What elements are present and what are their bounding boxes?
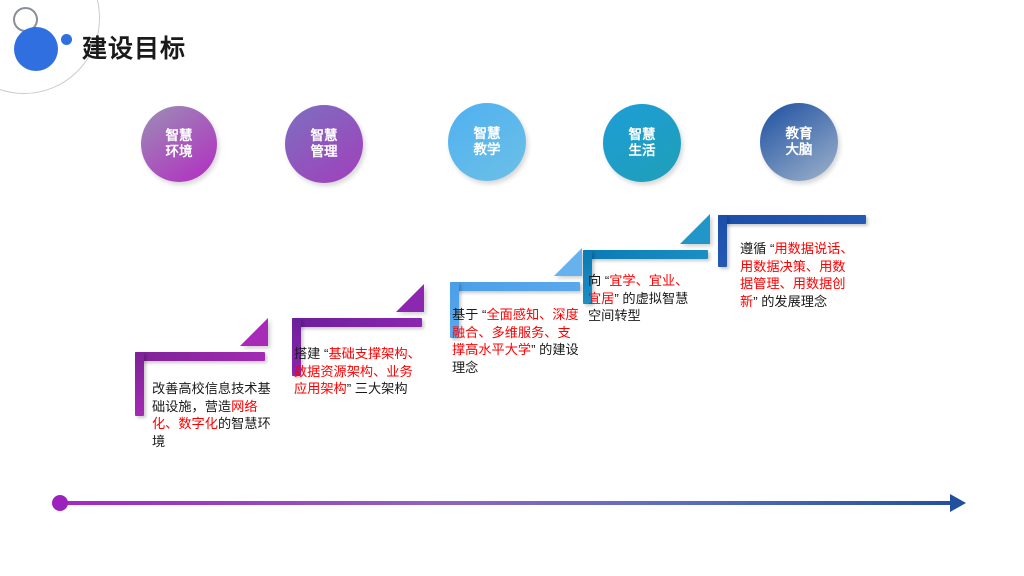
caption-text: 向 “ xyxy=(588,273,610,288)
step-horizontal-bar xyxy=(135,352,265,361)
caption-highlight-text: 网络化、数字化 xyxy=(152,398,258,432)
caption-text: ” 的建设理念 xyxy=(452,342,579,376)
caption-text: ” 三大架构 xyxy=(346,381,408,397)
bubble-label-line1: 智慧 xyxy=(628,127,656,143)
step-arrow-triangle-icon xyxy=(554,248,582,276)
caption-text: 基于 “ xyxy=(452,307,487,322)
caption-text: ” 的虚拟智慧空间转型 xyxy=(588,290,689,324)
step-caption: 改善高校信息技术基础设施，营造网络化、数字化的智慧环境 xyxy=(152,380,274,451)
bubble-label-line1: 智慧 xyxy=(165,128,193,144)
step-vertical-bar xyxy=(583,250,592,304)
step-vertical-bar xyxy=(135,352,144,416)
step-horizontal-bar xyxy=(292,318,422,327)
step-arrow-triangle-icon xyxy=(240,318,268,346)
caption-highlight-text: 基础支撑架构、数据资源架构、业务应用架构 xyxy=(294,346,421,397)
step-arrow-triangle-icon xyxy=(396,284,424,312)
step-horizontal-bar xyxy=(583,250,708,259)
step-horizontal-bar xyxy=(450,282,580,291)
caption-highlight-text: 宜学、宜业、宜居 xyxy=(588,273,689,306)
caption-text: ” 的发展理念 xyxy=(753,294,828,310)
step-caption: 遵循 “用数据说话、用数据决策、用数据管理、用数据创新” 的发展理念 xyxy=(740,240,858,311)
timeline-arrowhead-icon xyxy=(950,494,966,512)
decorative-small-dot-icon xyxy=(61,34,72,45)
step-caption: 基于 “全面感知、深度融合、多维服务、支撑高水平大学” 的建设理念 xyxy=(452,306,580,377)
bubble-label-line2: 教学 xyxy=(473,142,501,157)
step-caption: 向 “宜学、宜业、宜居” 的虚拟智慧空间转型 xyxy=(588,272,700,325)
bubble-smart-teaching[interactable]: 智慧教学 xyxy=(448,103,526,181)
bubble-smart-life[interactable]: 智慧生活 xyxy=(603,104,681,182)
step-arrow-triangle-icon xyxy=(680,214,710,244)
caption-highlight-text: 全面感知、深度融合、多维服务、支撑高水平大学 xyxy=(452,307,579,358)
timeline-line xyxy=(58,501,958,505)
bubble-label-line2: 生活 xyxy=(628,143,656,158)
bubble-label-line1: 智慧 xyxy=(310,128,338,144)
step-horizontal-bar xyxy=(718,215,866,224)
bubble-smart-management[interactable]: 智慧管理 xyxy=(285,105,363,183)
bubble-label-line1: 教育 xyxy=(785,126,813,142)
decorative-large-dot-icon xyxy=(14,27,58,71)
bubble-education-brain[interactable]: 教育大脑 xyxy=(760,103,838,181)
caption-text: 的智慧环境 xyxy=(152,416,271,450)
timeline-start-dot-icon xyxy=(52,495,68,511)
bubble-smart-environment[interactable]: 智慧环境 xyxy=(141,106,217,182)
caption-text: 遵循 “ xyxy=(740,241,775,256)
step-caption: 搭建 “基础支撑架构、数据资源架构、业务应用架构” 三大架构 xyxy=(294,345,424,398)
bubble-label-line1: 智慧 xyxy=(473,126,501,142)
step-vertical-bar xyxy=(450,282,459,338)
bubble-label-line2: 管理 xyxy=(310,144,338,159)
step-vertical-bar xyxy=(718,215,727,267)
bubble-label-line2: 环境 xyxy=(165,144,193,159)
bubble-label-line2: 大脑 xyxy=(785,142,813,157)
caption-highlight-text: 用数据说话、用数据决策、用数据管理、用数据创新 xyxy=(740,241,854,310)
caption-text: 改善高校信息技术基础设施，营造 xyxy=(152,381,271,414)
page-title: 建设目标 xyxy=(82,35,187,63)
caption-text: 搭建 “ xyxy=(294,346,329,361)
step-vertical-bar xyxy=(292,318,301,376)
